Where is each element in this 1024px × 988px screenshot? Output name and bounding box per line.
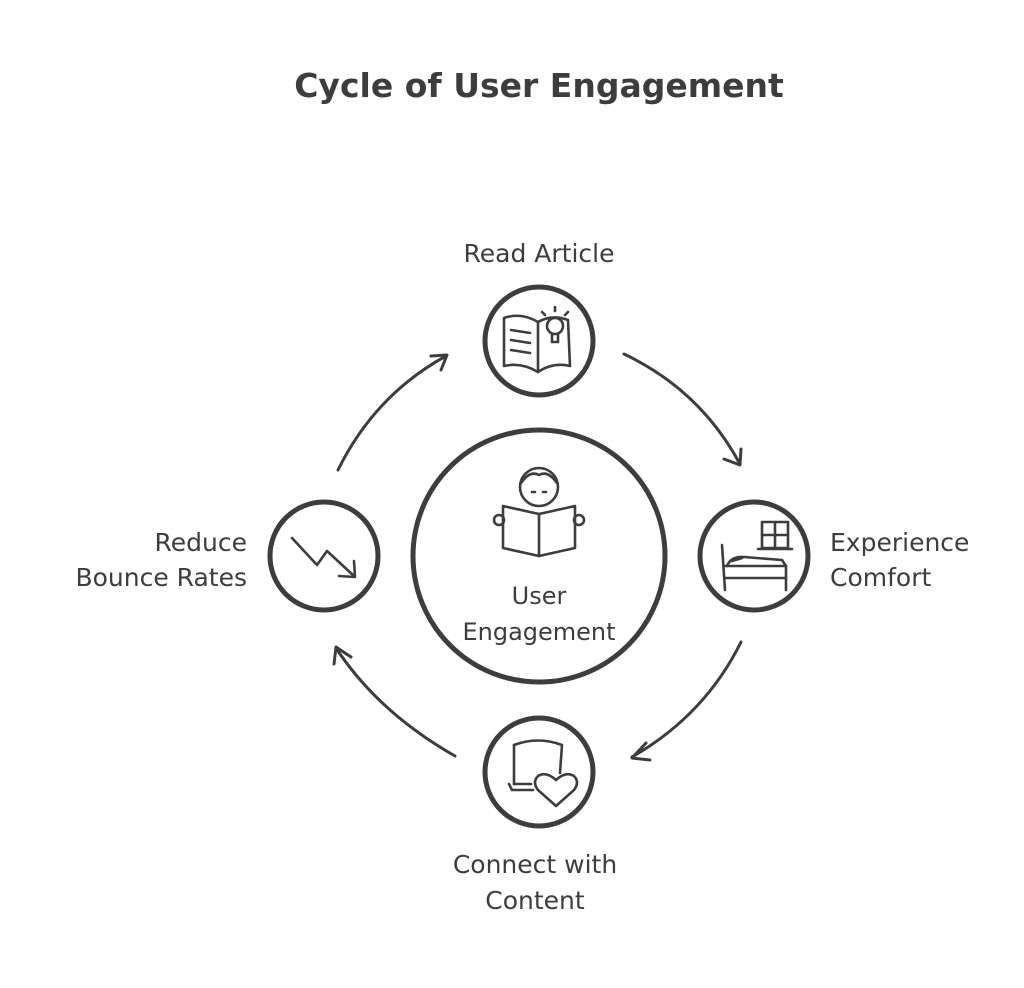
center-node-user-engagement: User Engagement — [410, 427, 668, 685]
diagram-title: Cycle of User Engagement — [294, 66, 784, 105]
arrow-left-to-top — [336, 353, 449, 472]
label-connect-with-content-line1: Connect with — [453, 850, 617, 879]
node-connect-with-content: Connect with Content — [453, 715, 617, 915]
label-read-article: Read Article — [464, 239, 615, 268]
bed-window-icon — [720, 520, 794, 592]
arrow-right-to-bottom — [630, 640, 743, 762]
label-reduce-bounce-rates-line1: Reduce — [155, 528, 247, 557]
node-experience-comfort: Experience Comfort — [697, 499, 969, 613]
label-connect-with-content-line2: Content — [485, 886, 585, 915]
label-experience-comfort-line2: Comfort — [830, 563, 931, 592]
node-reduce-bounce-rates: Reduce Bounce Rates — [75, 499, 381, 613]
center-label-line1: User — [512, 582, 567, 610]
book-lightbulb-icon — [502, 305, 572, 374]
center-label-line2: Engagement — [462, 618, 615, 646]
cycle-arrows — [332, 352, 743, 762]
arrow-top-to-right — [622, 352, 743, 467]
label-reduce-bounce-rates-line2: Bounce Rates — [75, 563, 247, 592]
label-experience-comfort-line1: Experience — [830, 528, 969, 557]
node-read-article: Read Article — [464, 239, 615, 398]
arrow-bottom-to-left — [332, 645, 457, 758]
trend-down-icon — [290, 536, 357, 579]
person-reading-icon — [492, 466, 586, 558]
laptop-heart-icon — [507, 739, 579, 808]
